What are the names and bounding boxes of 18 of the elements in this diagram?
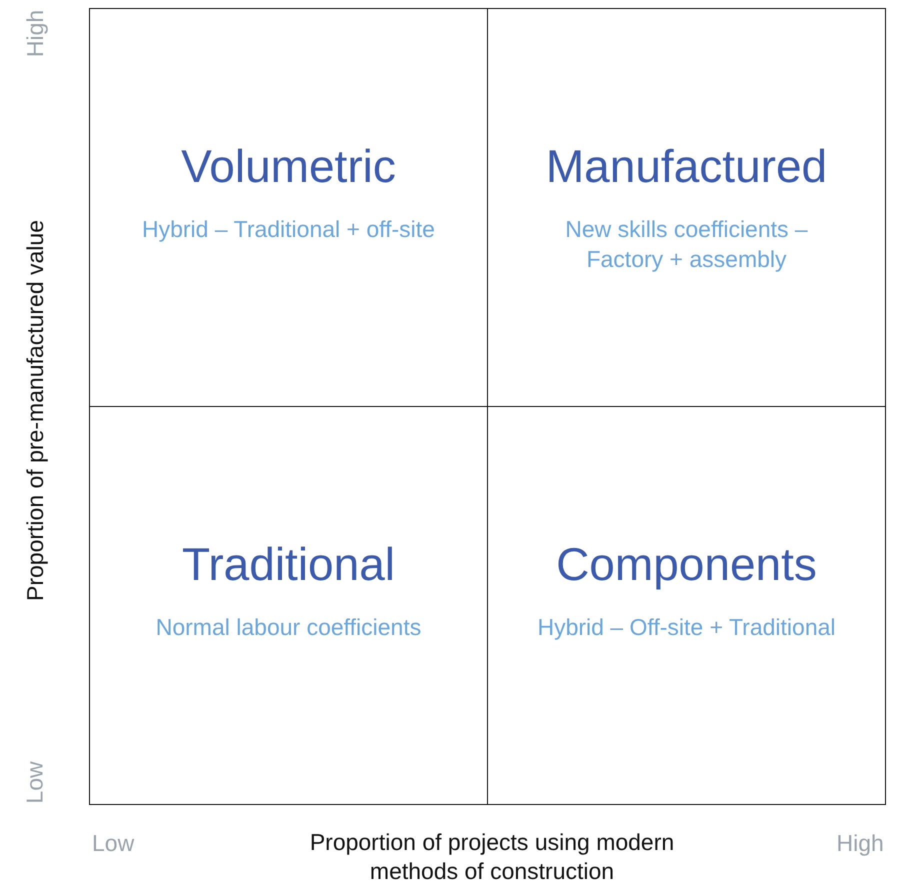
axis-end-label: High — [836, 830, 884, 856]
quadrant-title: Components — [555, 537, 818, 591]
quadrant-panel — [89, 8, 488, 407]
quadrant-title: Manufactured — [544, 139, 828, 193]
quadrant-description: Hybrid – Off-site + Traditional — [536, 613, 837, 642]
axis-title: Proportion of projects using modern methods of construction — [308, 828, 676, 885]
quadrant-description: Normal labour coefficients — [154, 613, 422, 642]
quadrant-panel — [89, 406, 488, 805]
axis-end-label: Low — [92, 830, 134, 856]
axis-end-label: High — [22, 9, 49, 57]
quadrant-title: Volumetric — [180, 139, 397, 193]
quadrant-title: Traditional — [180, 537, 396, 591]
quadrant-description: Hybrid – Traditional + off-site — [141, 215, 436, 244]
axis-title: Proportion of pre-manufactured value — [22, 220, 48, 600]
quadrant-panel — [487, 406, 886, 805]
axis-end-label: Low — [22, 760, 49, 804]
quadrant-panel — [487, 8, 886, 407]
quadrant-description: New skills coefficients – Factory + assembly — [564, 215, 809, 274]
